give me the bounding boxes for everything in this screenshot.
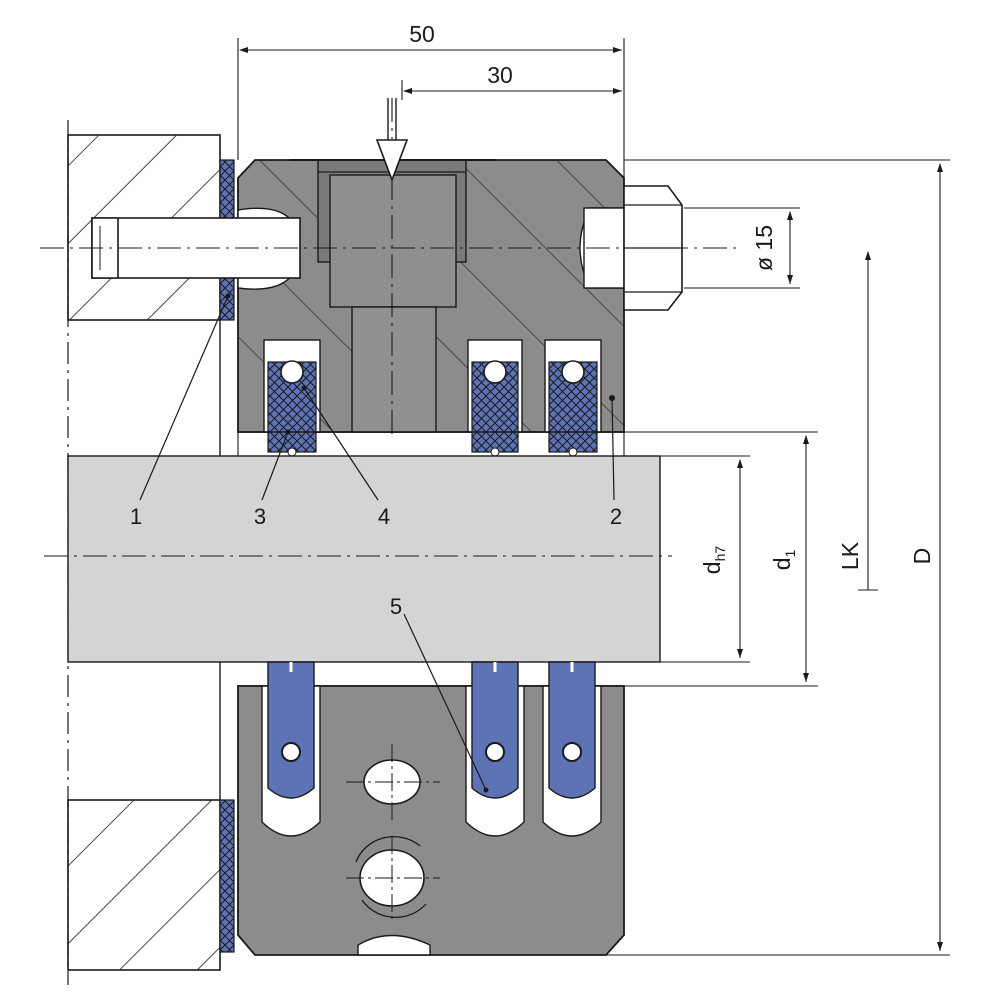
dim-label-outer-d: D [909,548,935,565]
leader-5 [403,613,487,791]
leader-4 [303,387,379,501]
leader-3 [261,431,289,501]
dim-label-bolt-dia: ø 15 [751,225,777,271]
finger-seal-left [267,661,315,799]
shaft [67,455,661,663]
callout-1: 1 [130,504,142,529]
seal-ring-3 [267,360,317,457]
dim-label-lk: LK [837,541,863,570]
svg-text:d1: d1 [769,550,798,571]
callout-2: 2 [610,504,622,529]
flow-direction-arrow-icon [375,98,409,183]
finger-seal-middle [471,661,519,799]
dim-label-d1: d1 [769,550,798,571]
dim-label-50: 50 [409,21,435,47]
leader-2 [611,397,615,501]
gasket-bottom [219,799,235,953]
machine-wall-bottom [67,799,221,971]
mounting-hole-lower [346,836,440,922]
seal-ring-right [548,360,598,457]
svg-text:dh7: dh7 [699,546,728,575]
dim-label-30: 30 [487,62,513,88]
dim-label-dh7: dh7 [699,546,728,575]
seal-ring-middle [471,360,519,457]
leader-1 [139,295,229,501]
callout-4: 4 [378,504,390,529]
mounting-hole-upper [346,744,440,822]
callout-5: 5 [390,594,402,619]
callout-3: 3 [254,504,266,529]
finger-seal-right [548,661,596,799]
